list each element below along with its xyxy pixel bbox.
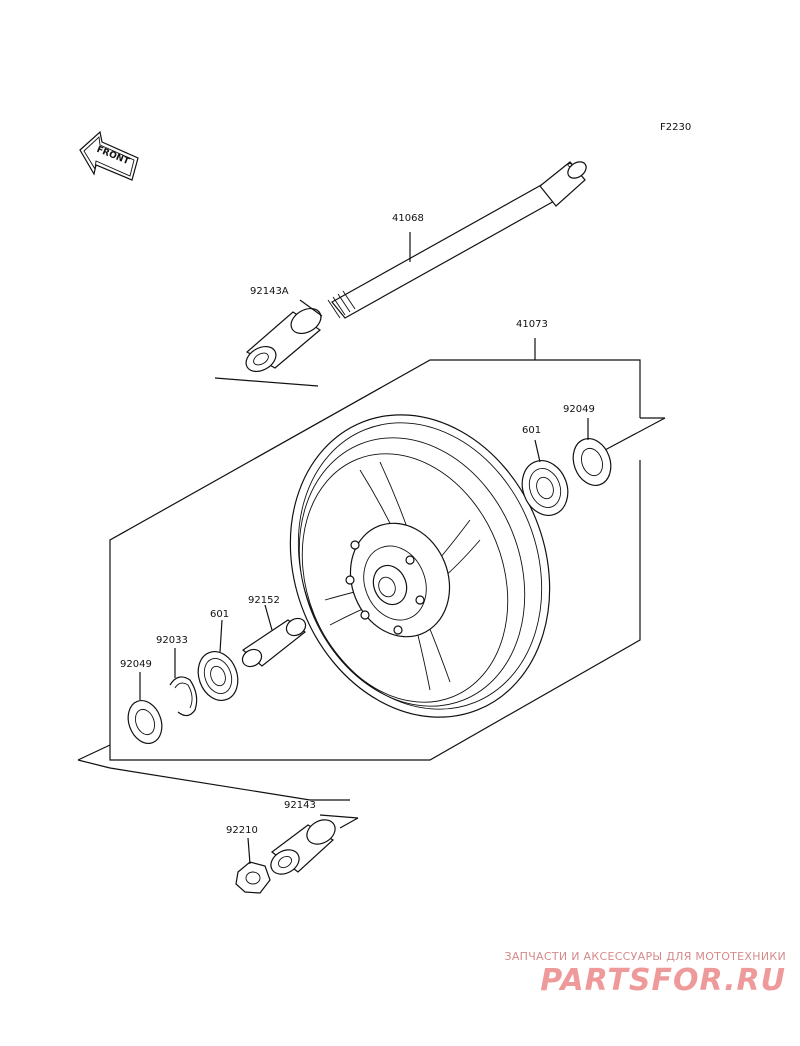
bearing-right — [521, 460, 569, 516]
circlip — [169, 676, 198, 717]
nut — [235, 861, 271, 894]
label-collar-upper: 92143A — [250, 286, 289, 297]
axle — [327, 161, 587, 319]
front-arrow-icon: FRONT — [79, 130, 139, 181]
wheel — [289, 414, 551, 718]
watermark-logo: PARTSFOR.RU — [540, 963, 786, 998]
watermark-tagline: ЗАПЧАСТИ И АКСЕССУАРЫ ДЛЯ МОТОТЕХНИКИ — [504, 950, 786, 963]
label-bearing-left: 601 — [210, 609, 229, 620]
seal-right — [572, 438, 612, 486]
diagram-code: F2230 — [660, 122, 691, 133]
collar-upper — [245, 307, 322, 373]
collar-lower — [270, 819, 336, 875]
label-collar-lower: 92143 — [284, 800, 316, 811]
label-circlip: 92033 — [156, 635, 188, 646]
spacer — [241, 617, 307, 668]
label-bearing-right: 601 — [522, 425, 541, 436]
label-wheel: 41073 — [516, 319, 548, 330]
bearing-left — [197, 651, 239, 701]
label-nut: 92210 — [226, 825, 258, 836]
label-seal-right: 92049 — [563, 404, 595, 415]
watermark: ЗАПЧАСТИ И АКСЕССУАРЫ ДЛЯ МОТОТЕХНИКИ PA… — [504, 950, 786, 998]
label-seal-left: 92049 — [120, 659, 152, 670]
label-spacer: 92152 — [248, 595, 280, 606]
label-axle: 41068 — [392, 213, 424, 224]
seal-left — [127, 700, 163, 744]
